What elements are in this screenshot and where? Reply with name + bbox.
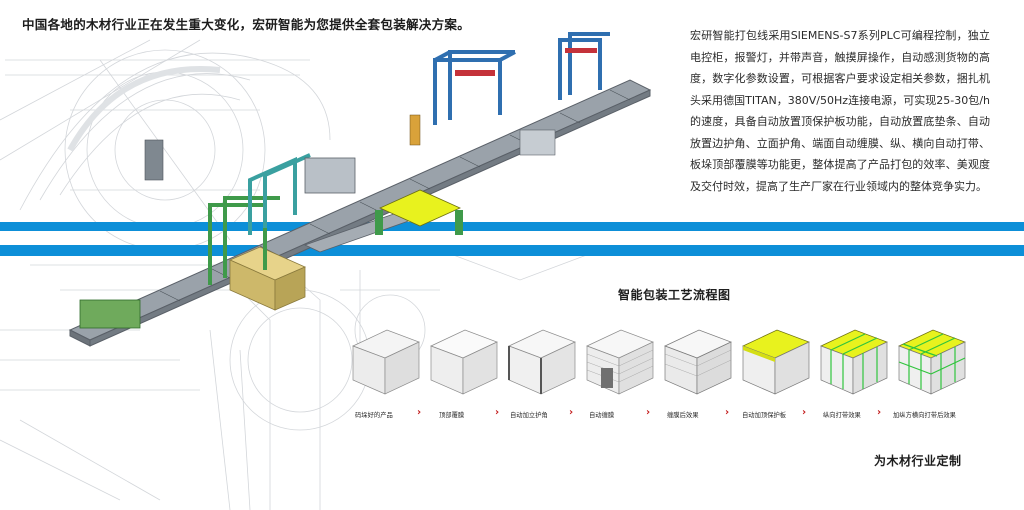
blue-band-top [0, 222, 1024, 231]
step-5-label: 缠膜后效果 [667, 412, 699, 419]
step-4-label: 自动缠膜 [589, 412, 615, 419]
top-board-station [375, 189, 463, 235]
flow-chart-title: 智能包装工艺流程图 [618, 288, 731, 302]
blue-gantry-far [558, 32, 610, 100]
product-stack [229, 246, 306, 311]
step-2-block [430, 329, 498, 395]
arrow-3-icon: › [569, 407, 574, 418]
arrow-4-icon: › [646, 407, 651, 418]
step-4-block [586, 329, 654, 395]
step-1-block [352, 329, 420, 395]
arrow-6-icon: › [802, 407, 807, 418]
slogan: 为木材行业定制 [874, 454, 962, 468]
step-5-block [664, 329, 732, 395]
step-8-block [898, 329, 966, 395]
step-7-label: 纵向打带效果 [823, 412, 861, 419]
arrow-5-icon: › [725, 407, 730, 418]
packaging-line-illustration [68, 32, 652, 347]
step-7-block [820, 329, 888, 395]
conveyor-track [68, 79, 652, 347]
headline: 中国各地的木材行业正在发生重大变化，宏研智能为您提供全套包装解决方案。 [22, 17, 471, 32]
arrow-2-icon: › [495, 407, 500, 418]
green-gantry [208, 196, 280, 285]
step-8-label: 加纵方横向打带后效果 [893, 412, 956, 419]
step-2-label: 顶部覆膜 [439, 412, 465, 419]
blue-band-bottom [0, 245, 1024, 256]
step-1-label: 码垛好的产品 [355, 412, 393, 419]
step-3-label: 自动加立护角 [510, 412, 548, 419]
step-6-label: 自动加顶保护板 [742, 412, 787, 419]
description-paragraph: 宏研智能打包线采用SIEMENS-S7系列PLC可编程控制，独立电控柜，报警灯，… [690, 29, 990, 193]
step-3-block [508, 329, 576, 395]
blue-gantry [433, 50, 516, 125]
arrow-1-icon: › [417, 407, 422, 418]
process-flow: 码垛好的产品 › 顶部覆膜 › 自动加立护角 › 自动缠膜 › 缠膜后效果 › … [345, 318, 985, 428]
arrow-7-icon: › [877, 407, 882, 418]
step-6-block [742, 329, 810, 395]
teal-gantry [248, 153, 311, 235]
